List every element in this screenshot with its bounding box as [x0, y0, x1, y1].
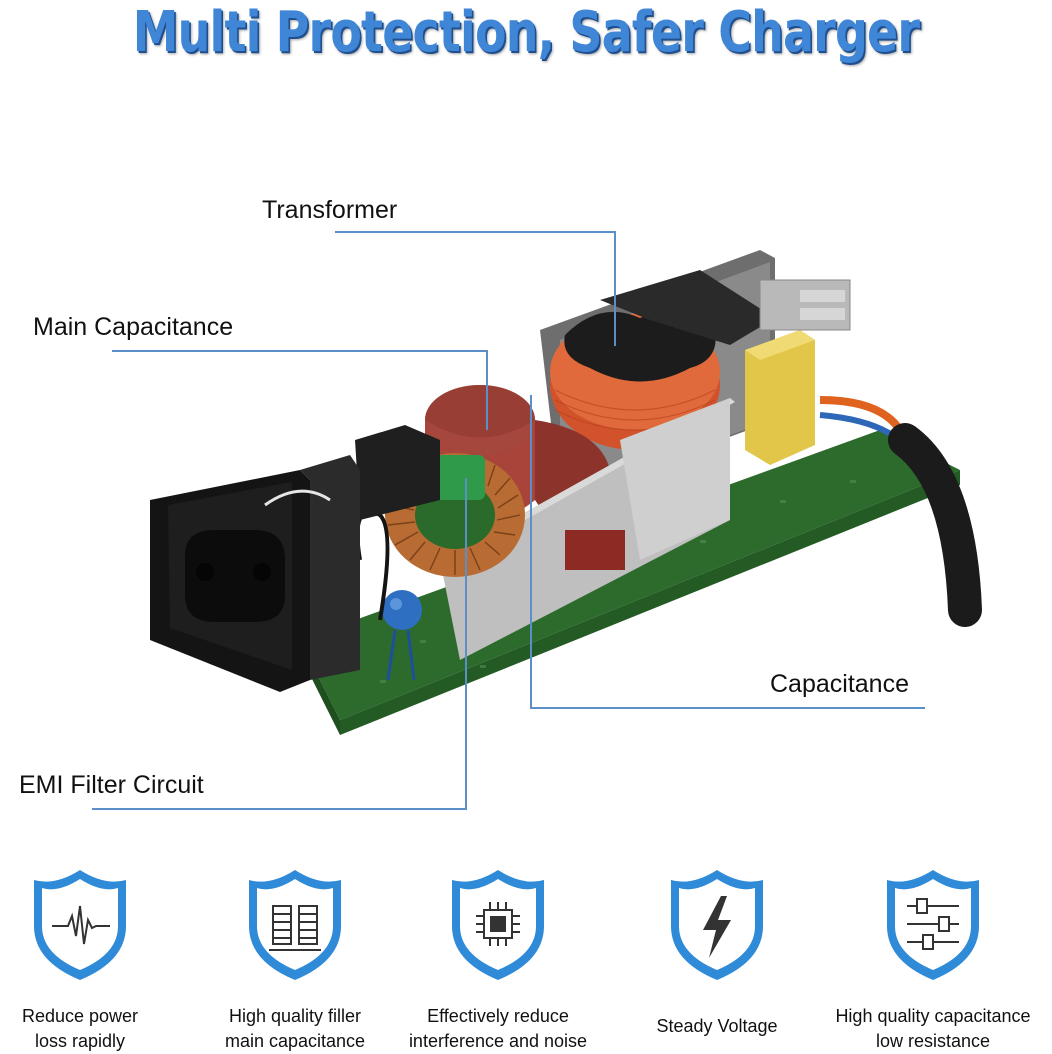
- feature-steady-voltage: Steady Voltage: [612, 866, 822, 1039]
- emi-filter-leader-h: [92, 808, 467, 810]
- sliders-shield-icon: [887, 870, 979, 980]
- transformer-leader-v: [614, 231, 616, 346]
- transformer-label: Transformer: [262, 196, 398, 224]
- charger-pcb-illustration: [150, 250, 982, 735]
- waveform-shield-icon: [34, 870, 126, 980]
- page-title: Multi Protection, Safer Charger: [132, 0, 920, 65]
- emi-filter-label: EMI Filter Circuit: [19, 771, 204, 799]
- capacitance-leader-v: [530, 395, 532, 709]
- transformer-leader-h: [335, 231, 615, 233]
- main-capacitance-leader-h: [112, 350, 487, 352]
- capacitance-label: Capacitance: [770, 670, 909, 698]
- emi-filter-leader-v: [465, 478, 467, 810]
- main-capacitance-leader-v: [486, 350, 488, 430]
- coil-shield-icon: [249, 870, 341, 980]
- capacitance-leader-h: [530, 707, 925, 709]
- chip-shield-icon: [452, 870, 544, 980]
- feature-caption: Steady Voltage: [656, 1016, 778, 1036]
- lightning-shield-icon: [671, 870, 763, 980]
- main-capacitance-label: Main Capacitance: [33, 313, 234, 341]
